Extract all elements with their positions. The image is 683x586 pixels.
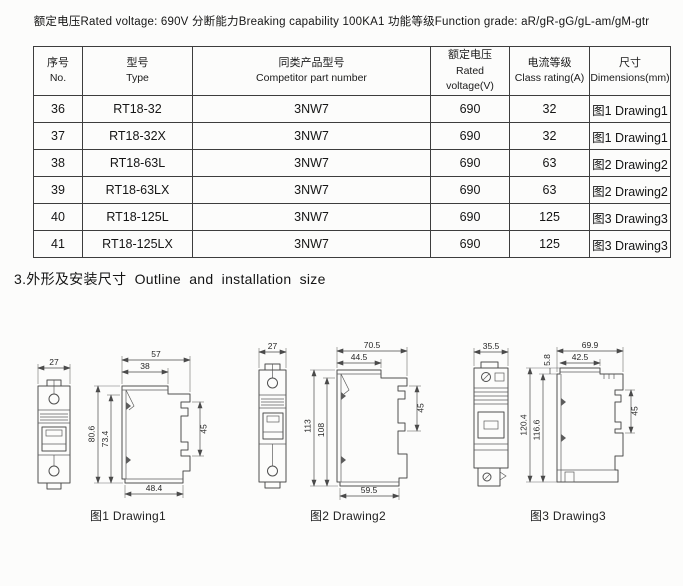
cell-type: RT18-125LX <box>82 230 193 258</box>
cell-no: 37 <box>33 122 83 150</box>
dim-overall-width: 57 <box>151 349 161 359</box>
dim-body-height: 73.4 <box>100 430 110 447</box>
front-view: 27 <box>37 357 71 490</box>
cell-voltage: 690 <box>430 230 510 258</box>
cell-no: 40 <box>33 203 83 231</box>
dim-front-width: 27 <box>268 341 278 351</box>
ratings-line: 额定电压Rated voltage: 690V 分断能力Breaking cap… <box>33 16 650 28</box>
dim-bottom-width: 59.5 <box>361 485 378 495</box>
table-row: 38 RT18-63L 3NW7 690 63 图2 Drawing2 <box>33 149 671 177</box>
cell-no: 38 <box>33 149 83 177</box>
cell-competitor: 3NW7 <box>192 230 431 258</box>
dim-overall-height: 120.4 <box>519 414 529 436</box>
drawing-3: 35.5 69.9 42.5 <box>462 338 674 524</box>
dim-front-width: 35.5 <box>483 341 500 351</box>
dim-top-width: 44.5 <box>351 352 368 362</box>
cell-rating: 63 <box>509 149 590 177</box>
drawing-3-caption: 图3 Drawing3 <box>530 509 606 523</box>
dim-overall-width: 70.5 <box>364 340 381 350</box>
table-row: 40 RT18-125L 3NW7 690 125 图3 Drawing3 <box>33 203 671 231</box>
drawing-1: 27 57 38 80.6 <box>22 338 234 524</box>
dim-top-offset: 5.8 <box>542 354 552 366</box>
cell-rating: 125 <box>509 230 590 258</box>
side-view: 57 38 80.6 73.4 48.4 45 <box>87 349 209 498</box>
cell-dims: 图3 Drawing3 <box>589 203 671 231</box>
cell-dims: 图2 Drawing2 <box>589 176 671 204</box>
front-view: 27 <box>258 341 287 489</box>
drawing-2-caption: 图2 Drawing2 <box>310 509 386 523</box>
cell-type: RT18-32 <box>82 95 193 123</box>
dim-rail-clip: 45 <box>630 406 640 416</box>
section-heading: 3.外形及安装尺寸 Outline and installation size <box>14 271 326 287</box>
cell-dims: 图1 Drawing1 <box>589 122 671 150</box>
drawing-1-caption: 图1 Drawing1 <box>90 509 166 523</box>
outline-drawings: 27 57 38 80.6 <box>22 338 674 524</box>
dim-overall-height: 113 <box>303 419 313 433</box>
dim-top-width: 42.5 <box>572 352 589 362</box>
dim-rail-clip: 45 <box>199 424 209 434</box>
side-view: 70.5 44.5 113 108 59.5 45 <box>303 340 426 500</box>
dim-rail-clip: 45 <box>416 403 426 413</box>
cell-competitor: 3NW7 <box>192 176 431 204</box>
dim-bottom-width: 48.4 <box>146 483 163 493</box>
drawing-3-diagram: 35.5 69.9 42.5 <box>473 340 640 487</box>
drawing-2: 27 70.5 44.5 113 <box>242 338 454 524</box>
dim-overall-height: 80.6 <box>87 425 97 442</box>
cell-competitor: 3NW7 <box>192 203 431 231</box>
cell-voltage: 690 <box>430 176 510 204</box>
cell-competitor: 3NW7 <box>192 149 431 177</box>
drawing-1-diagram: 27 57 38 80.6 <box>37 349 209 498</box>
cell-dims: 图2 Drawing2 <box>589 149 671 177</box>
cell-voltage: 690 <box>430 149 510 177</box>
cell-type: RT18-63LX <box>82 176 193 204</box>
cell-voltage: 690 <box>430 203 510 231</box>
cell-no: 41 <box>33 230 83 258</box>
cell-type: RT18-32X <box>82 122 193 150</box>
cell-rating: 32 <box>509 95 590 123</box>
dim-body-height: 108 <box>316 423 326 437</box>
table-row: 39 RT18-63LX 3NW7 690 63 图2 Drawing2 <box>33 176 671 204</box>
side-view: 69.9 42.5 5.8 120.4 116.6 45 <box>519 340 640 483</box>
cell-voltage: 690 <box>430 122 510 150</box>
cell-dims: 图1 Drawing1 <box>589 95 671 123</box>
dim-body-height: 116.6 <box>532 419 542 440</box>
cell-rating: 32 <box>509 122 590 150</box>
cell-dims: 图3 Drawing3 <box>589 230 671 258</box>
table-row: 41 RT18-125LX 3NW7 690 125 图3 Drawing3 <box>33 230 671 258</box>
dim-overall-width: 69.9 <box>582 340 599 350</box>
cell-rating: 125 <box>509 203 590 231</box>
dim-top-width: 38 <box>140 361 150 371</box>
cell-rating: 63 <box>509 176 590 204</box>
cell-no: 36 <box>33 95 83 123</box>
cell-competitor: 3NW7 <box>192 122 431 150</box>
drawing-2-diagram: 27 70.5 44.5 113 <box>258 340 426 500</box>
cell-competitor: 3NW7 <box>192 95 431 123</box>
cell-type: RT18-125L <box>82 203 193 231</box>
cell-voltage: 690 <box>430 95 510 123</box>
cell-no: 39 <box>33 176 83 204</box>
cell-type: RT18-63L <box>82 149 193 177</box>
front-view: 35.5 <box>473 341 509 487</box>
table-row: 36 RT18-32 3NW7 690 32 图1 Drawing1 <box>33 95 671 123</box>
table-row: 37 RT18-32X 3NW7 690 32 图1 Drawing1 <box>33 122 671 150</box>
dim-front-width: 27 <box>49 357 59 367</box>
